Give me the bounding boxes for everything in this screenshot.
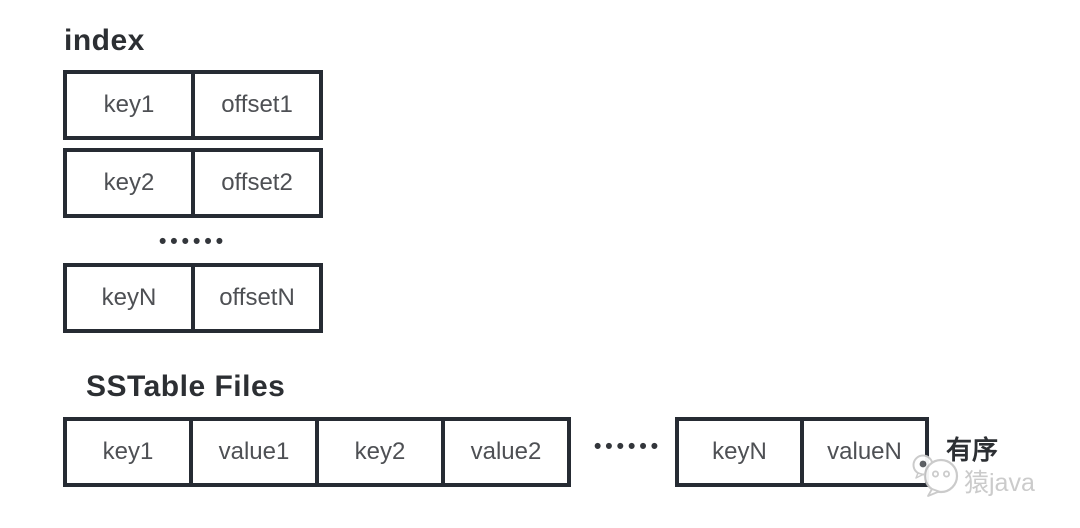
index-key-cell: key2	[67, 152, 191, 214]
sstable-row-group1: key1 value1 key2 value2	[63, 417, 571, 487]
index-row-1: key1 offset1	[63, 70, 323, 140]
index-key-cell: keyN	[67, 267, 191, 329]
sstable-section-title: SSTable Files	[86, 370, 286, 403]
index-key-cell: key1	[67, 74, 191, 136]
sstable-value-cell: value2	[441, 421, 567, 483]
sstable-value-cell: valueN	[800, 421, 925, 483]
index-offset-cell: offset2	[191, 152, 319, 214]
watermark: 猿java	[912, 450, 1035, 503]
sstable-key-cell: key1	[67, 421, 189, 483]
index-row-n: keyN offsetN	[63, 263, 323, 333]
index-offset-cell: offsetN	[191, 267, 319, 329]
watermark-text: 猿java	[964, 468, 1035, 497]
ordered-label: 有序	[946, 435, 999, 465]
index-row-2: key2 offset2	[63, 148, 323, 218]
chat-bubble-face-icon	[912, 450, 962, 503]
sstable-key-cell: key2	[315, 421, 441, 483]
sstable-value-cell: value1	[189, 421, 315, 483]
index-offset-cell: offset1	[191, 74, 319, 136]
sstable-row-group2: keyN valueN	[675, 417, 929, 487]
index-ellipsis: ••••••	[158, 230, 228, 253]
index-section-title: index	[64, 24, 145, 57]
sstable-key-cell: keyN	[679, 421, 800, 483]
sstable-ellipsis: ••••••	[593, 435, 663, 458]
